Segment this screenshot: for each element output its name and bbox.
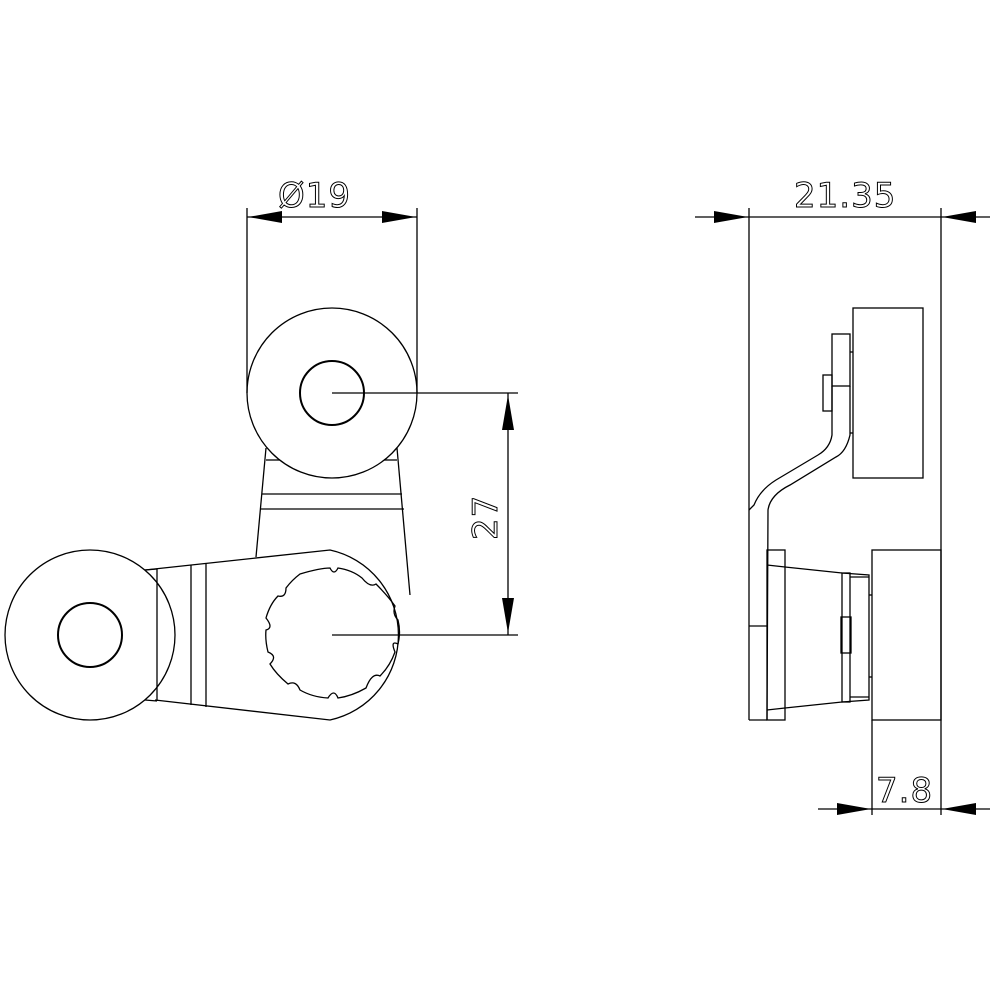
overall-width-dimension: 21.35	[695, 176, 990, 223]
hub-width-dimension: 7.8	[818, 771, 990, 815]
left-roller	[4, 549, 176, 721]
upper-lever-arm	[255, 447, 411, 596]
arrow-right-icon	[837, 803, 871, 815]
arrow-left-icon	[942, 803, 976, 815]
dimension-label-diameter: Ø19	[278, 176, 351, 216]
arrow-down-icon	[502, 598, 514, 633]
housing-block	[871, 549, 942, 721]
dimension-label-offset: 27	[466, 495, 506, 540]
arrow-left-icon	[248, 211, 282, 223]
front-view: Ø19 27	[4, 176, 518, 721]
arrow-right-icon	[382, 211, 416, 223]
splined-hub	[265, 567, 401, 699]
dimension-label-overall-width: 21.35	[794, 176, 896, 216]
lever-bracket-side	[748, 333, 853, 721]
dimension-label-hub-width: 7.8	[876, 771, 933, 811]
arrow-right-icon	[714, 211, 748, 223]
arrow-left-icon	[942, 211, 976, 223]
lever-offset-dimension: 27	[466, 393, 514, 635]
arrow-up-icon	[502, 395, 514, 430]
roller-diameter-dimension: Ø19	[246, 176, 418, 393]
roller-side	[852, 307, 924, 479]
hub-side	[766, 549, 870, 721]
side-view: 21.35 7.8	[695, 176, 990, 815]
